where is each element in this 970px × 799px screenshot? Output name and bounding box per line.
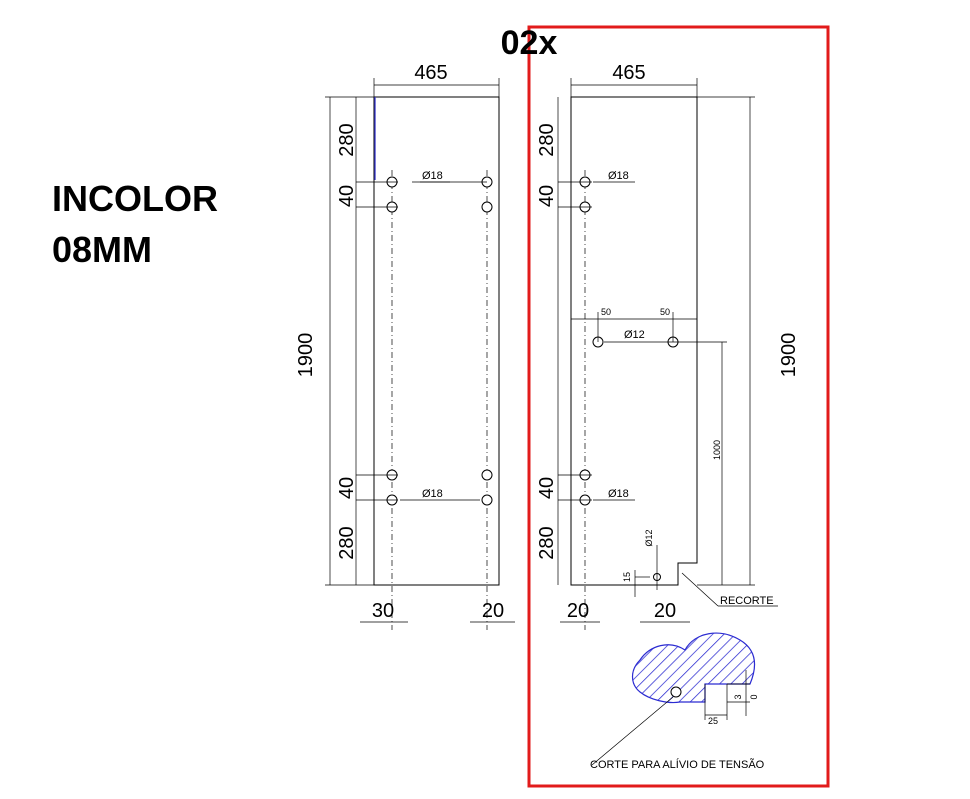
bottom-hole-spacing-dimension: 40 bbox=[536, 477, 558, 499]
detail-caption: CORTE PARA ALÍVIO DE TENSÃO bbox=[590, 758, 765, 771]
hole-diameter-label: Ø18 bbox=[608, 170, 629, 182]
highlight-frame bbox=[527, 25, 830, 788]
notch-hole-diameter: Ø12 bbox=[644, 529, 654, 546]
notch-label: RECORTE bbox=[720, 595, 774, 607]
hole bbox=[481, 494, 493, 506]
bottom-offset-dimension: 280 bbox=[336, 526, 358, 559]
relief-hole bbox=[670, 686, 682, 698]
stress-relief-detail: 25 3 0 CORTE PARA ALÍVIO DE TENSÃO bbox=[590, 632, 765, 771]
width-dimension: 465 bbox=[414, 62, 447, 84]
left-margin-dimension: 20 bbox=[567, 600, 589, 622]
left-panel-outline bbox=[373, 96, 500, 586]
middle-spacing-a: 50 bbox=[601, 307, 611, 317]
right-panel: 465 1900 280 40 40 280 Ø18 Ø18 50 50 Ø12… bbox=[536, 62, 800, 630]
caption-leader-line bbox=[591, 696, 674, 766]
hole-diameter-label: Ø18 bbox=[422, 170, 443, 182]
center-margin-dimension: 20 bbox=[654, 600, 676, 622]
notch-offset: 15 bbox=[622, 572, 632, 582]
middle-spacing-b: 50 bbox=[660, 307, 670, 317]
hole-diameter-label: Ø18 bbox=[422, 488, 443, 500]
bottom-hole-spacing-dimension: 40 bbox=[336, 477, 358, 499]
hole bbox=[481, 201, 493, 213]
bottom-offset-dimension: 280 bbox=[536, 526, 558, 559]
left-panel: 465 1900 280 40 40 280 Ø18 Ø18 30 20 bbox=[295, 62, 515, 630]
left-margin-dimension: 30 bbox=[372, 600, 394, 622]
hatched-glass-section bbox=[631, 632, 755, 704]
middle-hole-diameter: Ø12 bbox=[624, 329, 645, 341]
detail-width-label: 25 bbox=[708, 716, 718, 726]
top-offset-dimension: 280 bbox=[336, 123, 358, 156]
detail-height-label: 3 bbox=[733, 694, 743, 699]
middle-height-dimension: 1000 bbox=[712, 440, 722, 460]
top-offset-dimension: 280 bbox=[536, 123, 558, 156]
hole-diameter-label: Ø18 bbox=[608, 488, 629, 500]
right-margin-dimension: 20 bbox=[482, 600, 504, 622]
width-dimension: 465 bbox=[612, 62, 645, 84]
detail-depth-label: 0 bbox=[749, 694, 759, 699]
height-dimension: 1900 bbox=[778, 333, 800, 378]
quantity-label: 02x bbox=[501, 24, 558, 62]
material-color: INCOLOR bbox=[52, 178, 218, 219]
height-dimension: 1900 bbox=[295, 333, 317, 378]
top-hole-spacing-dimension: 40 bbox=[336, 185, 358, 207]
top-hole-spacing-dimension: 40 bbox=[536, 185, 558, 207]
hole bbox=[481, 469, 493, 481]
material-thickness: 08MM bbox=[52, 229, 153, 270]
